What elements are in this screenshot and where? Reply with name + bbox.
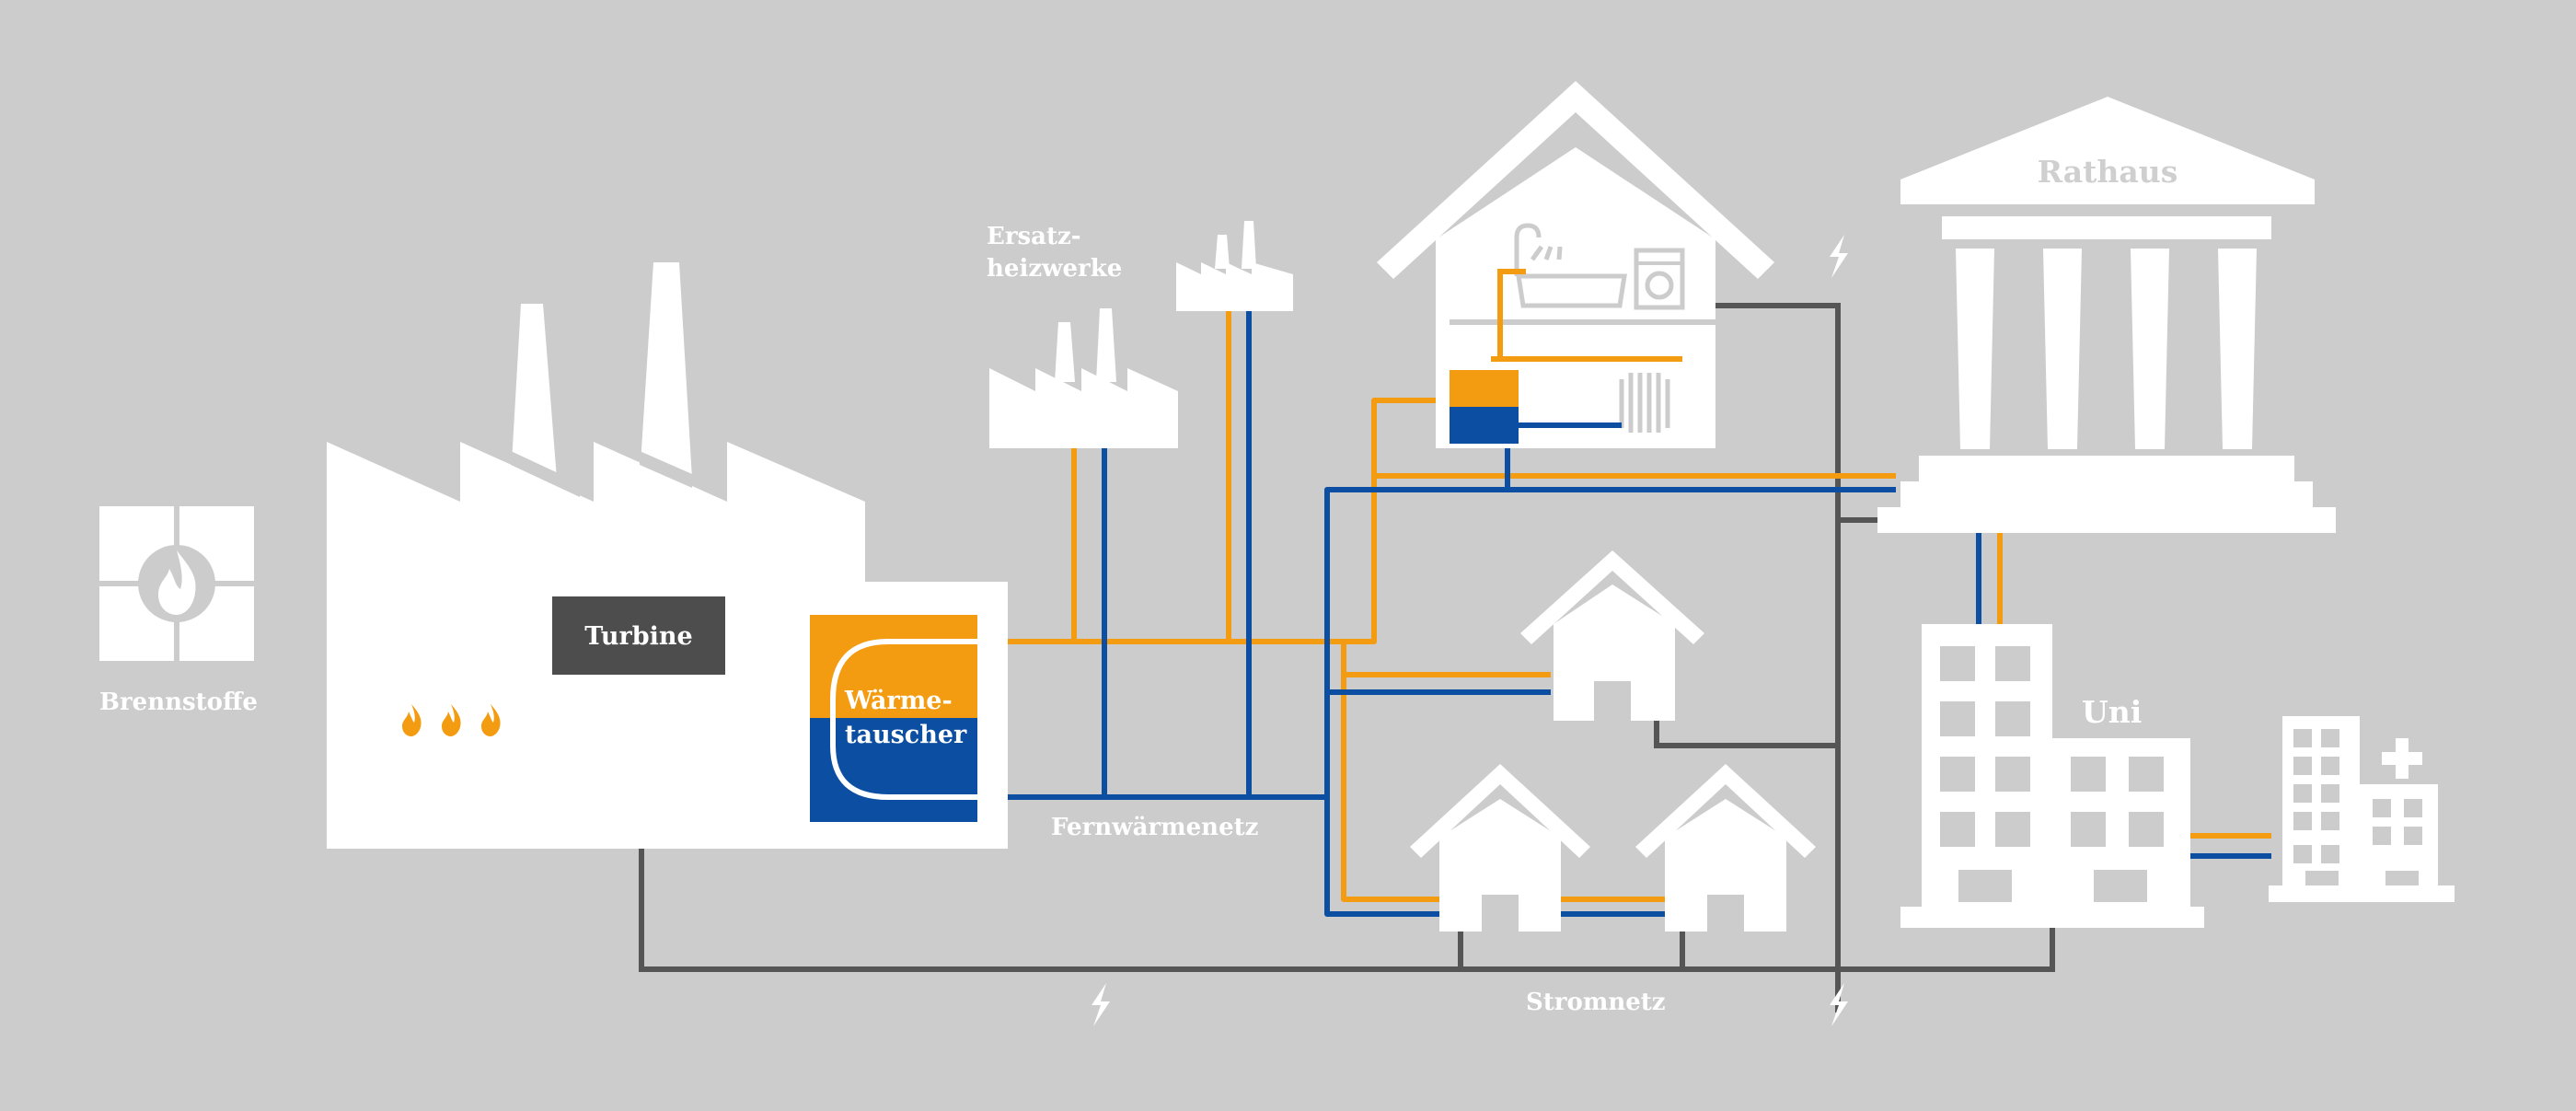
uni-building bbox=[1900, 624, 2204, 928]
small-house-right bbox=[1635, 764, 1816, 932]
waermetauscher-label-line2: tauscher bbox=[845, 721, 967, 749]
rathaus-building bbox=[1877, 97, 2336, 533]
hospital-cross-icon bbox=[2382, 738, 2422, 779]
brennstoffe-icon bbox=[99, 506, 254, 661]
stromnetz-label: Stromnetz bbox=[1526, 989, 1666, 1016]
rathaus-label: Rathaus bbox=[2038, 154, 2178, 190]
radiator-icon bbox=[1619, 373, 1670, 433]
lightning-icon bbox=[1092, 983, 1110, 1026]
brennstoffe-label: Brennstoffe bbox=[99, 689, 258, 716]
fire-icon bbox=[158, 550, 196, 615]
heat-exchanger: Wärme- tauscher bbox=[810, 615, 977, 822]
fernwaermenetz-label: Fernwärmenetz bbox=[1051, 814, 1258, 841]
flame-icon bbox=[481, 704, 501, 736]
residential-house bbox=[1377, 81, 1774, 448]
backup-plant-small bbox=[1176, 221, 1293, 311]
backup-plant-large bbox=[989, 308, 1178, 448]
ersatz-label-line1: Ersatz- bbox=[987, 223, 1081, 250]
chimney-shadows bbox=[511, 451, 692, 497]
lightning-icon bbox=[1830, 983, 1848, 1026]
hospital-building bbox=[2269, 716, 2455, 902]
waermetauscher-label-line1: Wärme- bbox=[844, 687, 953, 715]
uni-label: Uni bbox=[2082, 694, 2142, 730]
ersatz-label-line2: heizwerke bbox=[987, 255, 1122, 283]
flame-icon bbox=[442, 704, 461, 736]
lightning-icon bbox=[1830, 235, 1848, 278]
flame-icon bbox=[402, 704, 422, 736]
small-house-left bbox=[1410, 764, 1590, 932]
turbine-box: Turbine bbox=[552, 596, 725, 675]
flame-icons bbox=[402, 704, 501, 736]
washing-machine-icon bbox=[1634, 248, 1685, 310]
bathtub-icon bbox=[1514, 223, 1627, 308]
small-house-mid bbox=[1520, 550, 1704, 721]
turbine-label: Turbine bbox=[584, 622, 692, 651]
